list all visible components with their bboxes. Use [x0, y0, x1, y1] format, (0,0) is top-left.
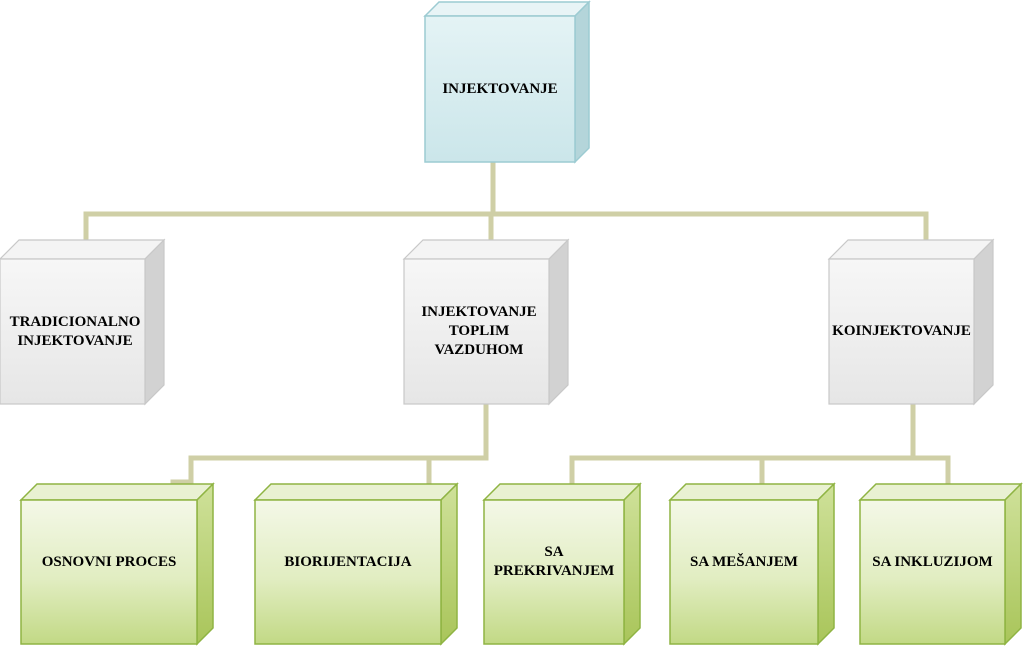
node-sa-inkluzijom: SA INKLUZIJOM: [858, 482, 1023, 646]
node-injektovanje-toplim-vazduhom: INJEKTOVANJE TOPLIM VAZDUHOM: [402, 238, 570, 406]
node-tradicionalno-shape: [0, 238, 166, 406]
node-osnovni-proces-label: OSNOVNI PROCES: [41, 553, 177, 570]
node-koinjektovanje-label: KOINJEKTOVANJE: [832, 323, 971, 339]
node-osnovni-proces: OSNOVNI PROCES: [19, 482, 215, 646]
node-sa-prekrivanjem-label: SA PREKRIVANJEM: [493, 544, 615, 579]
node-biorijentacija-label: BIORIJENTACIJA: [284, 553, 412, 570]
node-biorijentacija-shape: [253, 482, 459, 646]
node-biorijentacija: BIORIJENTACIJA: [253, 482, 459, 646]
node-toplim-vazduhom-shape: [402, 238, 570, 406]
node-injektovanje-shape: [423, 0, 591, 164]
node-toplim-vazduhom-label: INJEKTOVANJE TOPLIM VAZDUHOM: [421, 304, 537, 358]
node-injektovanje-label: INJEKTOVANJE: [442, 80, 558, 97]
node-tradicionalno-injektovanje: TRADICIONALNO INJEKTOVANJE: [0, 238, 166, 406]
node-tradicionalno-label: TRADICIONALNO INJEKTOVANJE: [9, 313, 141, 349]
node-sa-mesanjem-shape: [668, 482, 836, 646]
node-sa-inkluzijom-shape: [858, 482, 1023, 646]
node-sa-mesanjem-label: SA MEŠANJEM: [690, 553, 798, 570]
node-injektovanje: INJEKTOVANJE: [423, 0, 591, 164]
node-osnovni-proces-shape: [19, 482, 215, 646]
node-koinjektovanje-shape: [827, 238, 995, 406]
node-sa-mesanjem: SA MEŠANJEM: [668, 482, 836, 646]
node-koinjektovanje: KOINJEKTOVANJE: [827, 238, 995, 406]
connector-to-basic-process: [170, 455, 194, 485]
node-sa-prekrivanjem-shape: [482, 482, 642, 646]
node-sa-prekrivanjem: SA PREKRIVANJEM: [482, 482, 642, 646]
node-sa-inkluzijom-label: SA INKLUZIJOM: [872, 553, 993, 570]
